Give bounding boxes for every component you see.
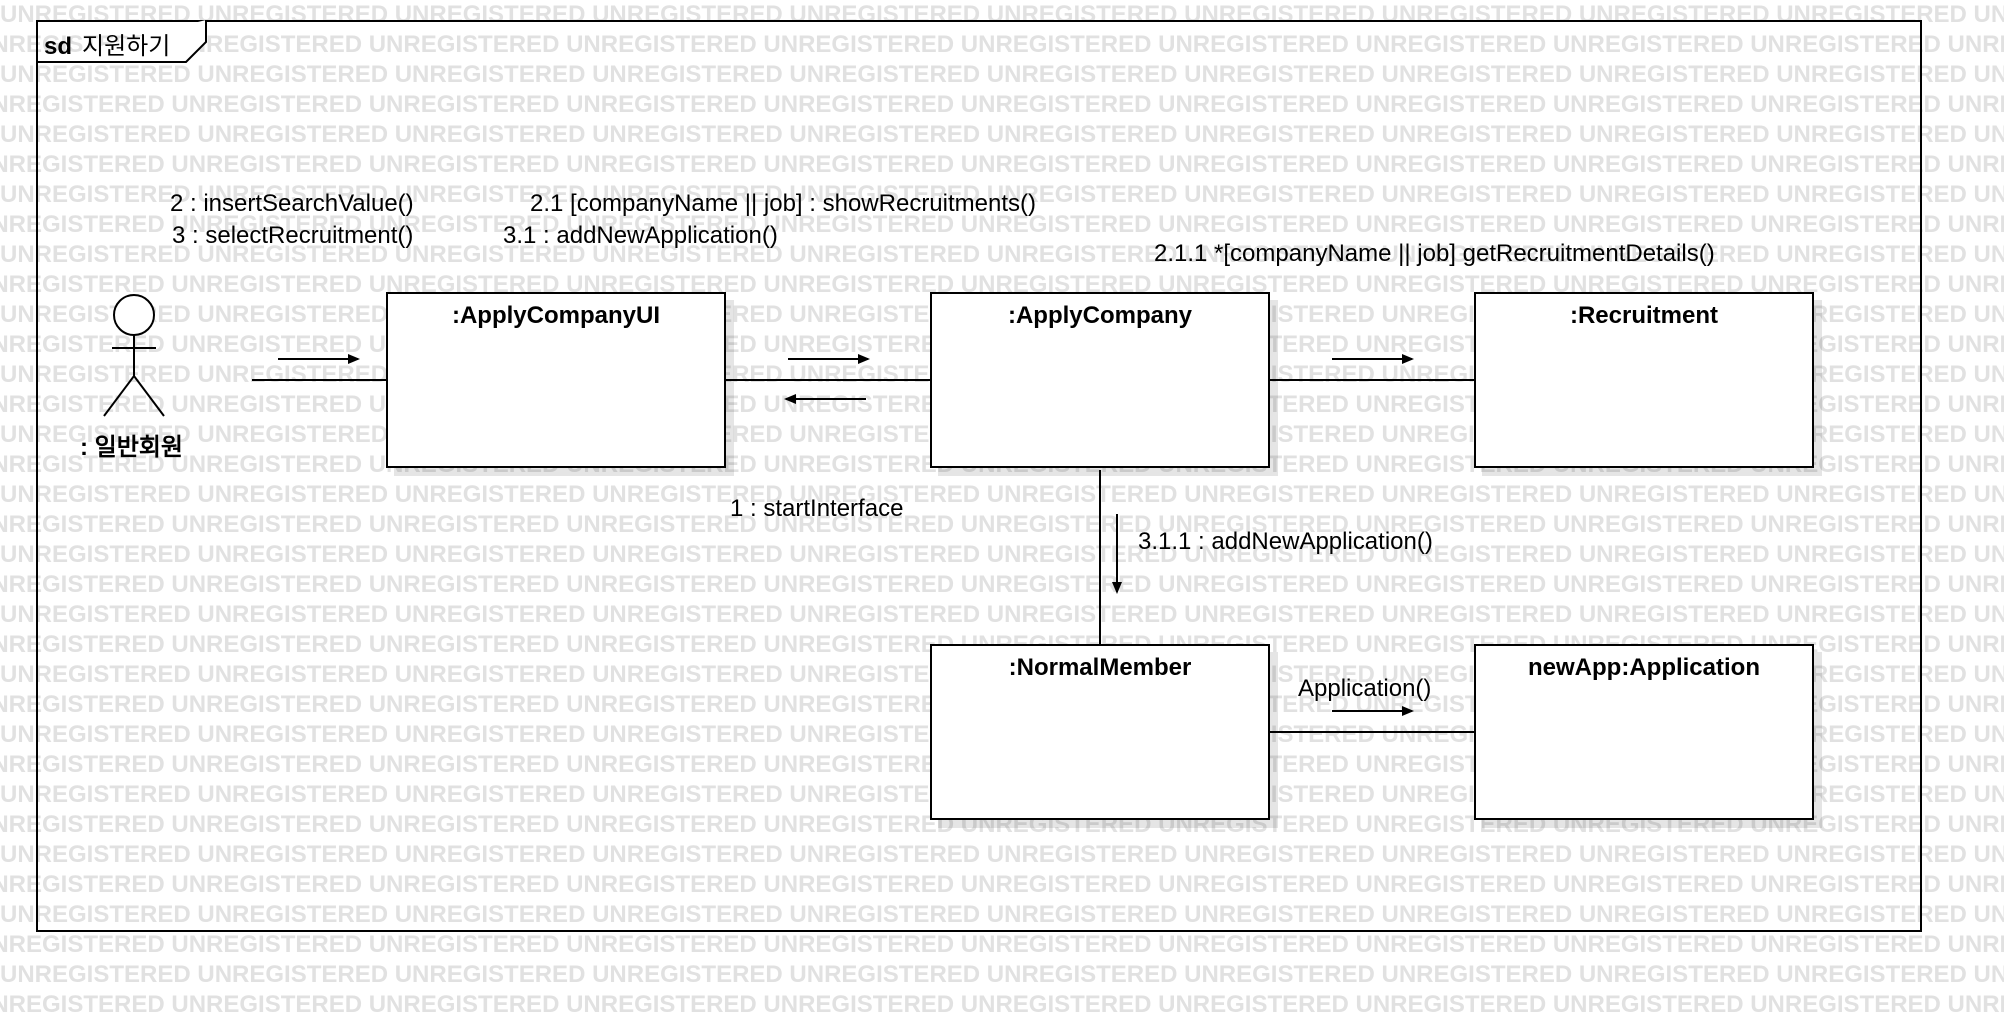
frame-label: sd 지원하기 bbox=[44, 26, 170, 61]
lifeline-apply-company[interactable]: :ApplyCompany bbox=[930, 292, 1270, 468]
message-application-label: Application() bbox=[1298, 675, 1432, 702]
actor-label: : 일반회원 bbox=[80, 434, 183, 461]
message-3-label: 3 : selectRecruitment() bbox=[172, 222, 414, 249]
message-3-1-1-label: 3.1.1 : addNewApplication() bbox=[1138, 528, 1433, 555]
message-2-1-1-label: 2.1.1 *[companyName || job] getRecruitme… bbox=[1154, 240, 1715, 267]
frame-tab bbox=[36, 20, 208, 64]
lifeline-recruitment[interactable]: :Recruitment bbox=[1474, 292, 1814, 468]
message-1-label: 1 : startInterface bbox=[730, 495, 904, 522]
lifeline-apply-company-ui-name: :ApplyCompanyUI bbox=[451, 302, 660, 329]
lifeline-normal-member[interactable]: :NormalMember bbox=[930, 644, 1270, 820]
message-2-label: 2 : insertSearchValue() bbox=[170, 190, 414, 217]
lifeline-normal-member-name: :NormalMember bbox=[1008, 654, 1192, 681]
lifeline-application[interactable]: newApp:Application bbox=[1474, 644, 1814, 820]
stick-figure-actor-icon bbox=[103, 294, 165, 417]
lifeline-application-name: newApp:Application bbox=[1528, 654, 1760, 681]
sequence-frame bbox=[36, 20, 1922, 932]
frame-keyword: sd bbox=[44, 33, 73, 60]
frame-title: 지원하기 bbox=[82, 33, 171, 60]
message-2-1-label: 2.1 [companyName || job] : showRecruitme… bbox=[530, 190, 1036, 217]
lifeline-recruitment-name: :Recruitment bbox=[1569, 302, 1719, 329]
message-3-1-label: 3.1 : addNewApplication() bbox=[503, 222, 778, 249]
lifeline-apply-company-name: :ApplyCompany bbox=[1007, 302, 1192, 329]
lifeline-apply-company-ui[interactable]: :ApplyCompanyUI bbox=[386, 292, 726, 468]
